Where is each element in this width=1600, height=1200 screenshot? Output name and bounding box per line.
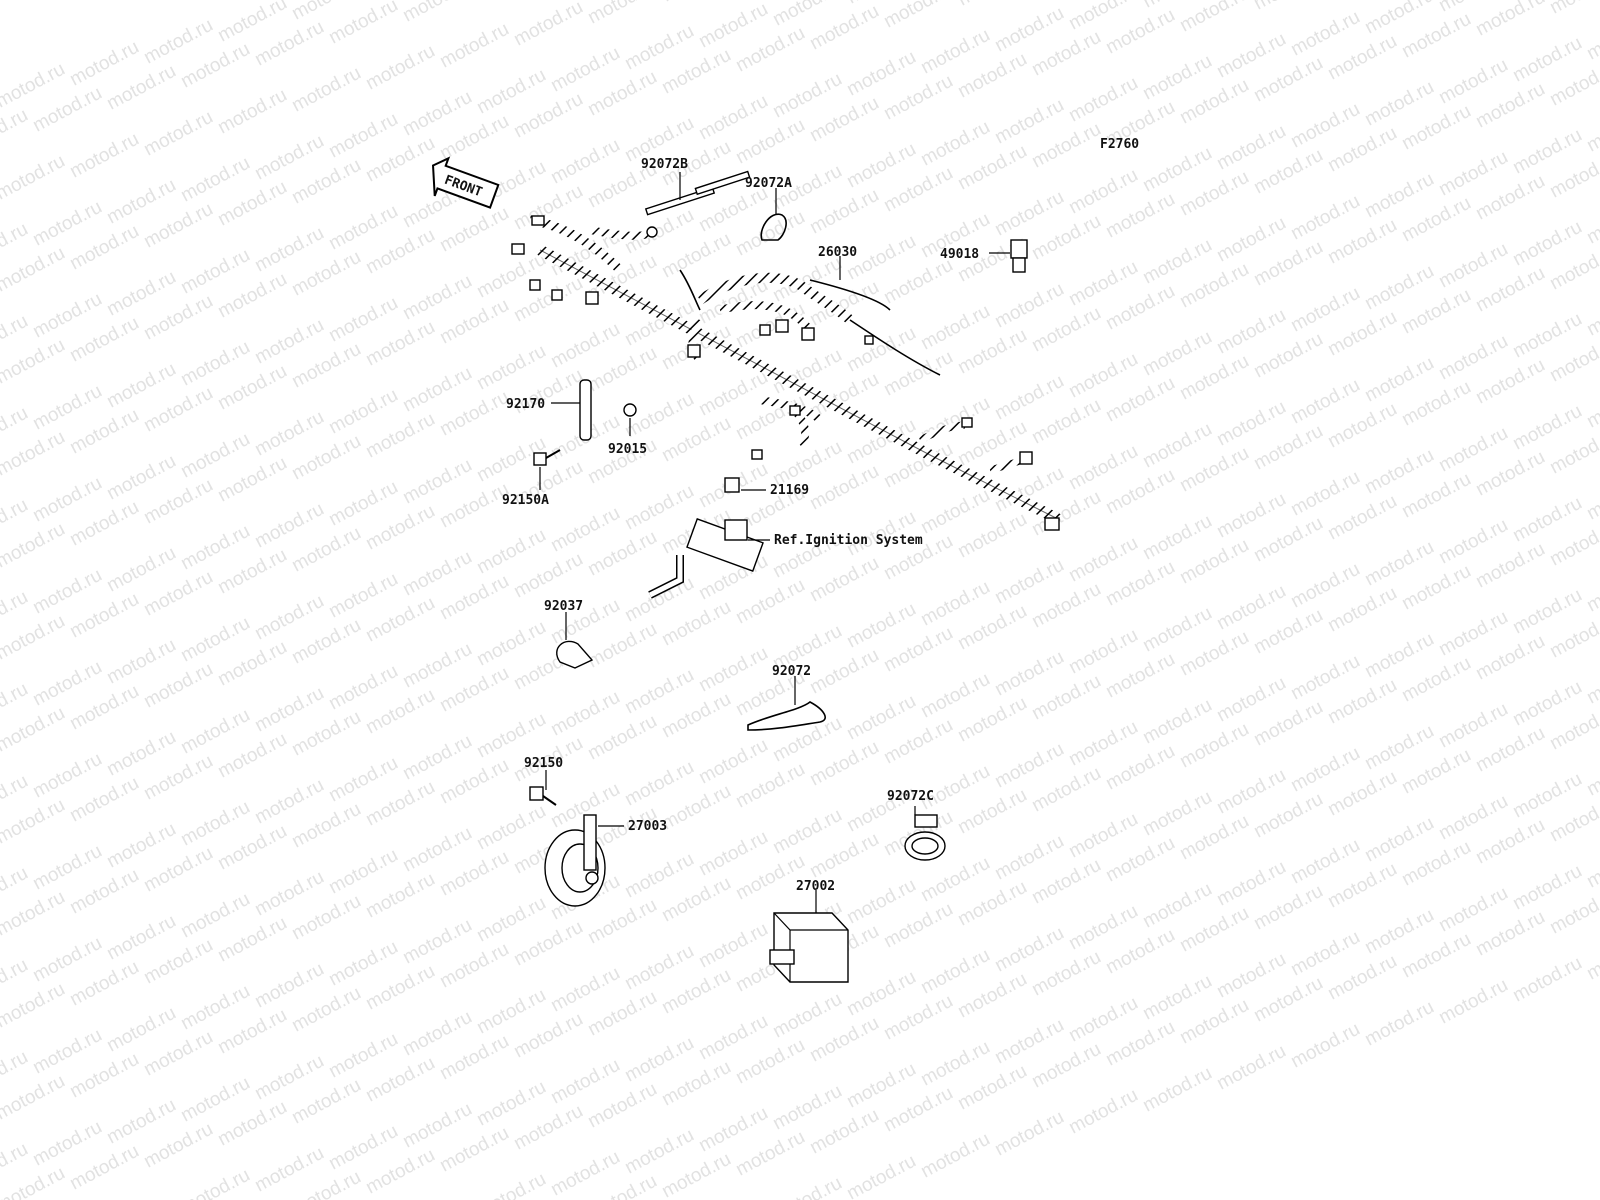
part-92072b-band [644, 170, 751, 216]
watermark-text: motod.ru [1361, 997, 1437, 1051]
watermark-text: motod.ru [1583, 839, 1600, 893]
watermark-text: motod.ru [177, 1165, 253, 1200]
watermark-text: motod.ru [769, 1173, 845, 1200]
watermark-text: motod.ru [66, 129, 142, 183]
watermark-text: motod.ru [1583, 287, 1600, 341]
part-92072a-band [760, 213, 787, 241]
part-27003-horn [544, 814, 606, 907]
label-92170: 92170 [506, 397, 545, 412]
label-92015: 92015 [608, 442, 647, 457]
watermark-text: motod.ru [362, 41, 438, 95]
watermark-text: motod.ru [1583, 379, 1600, 433]
label-92072: 92072 [772, 664, 811, 679]
watermark-text: motod.ru [1583, 563, 1600, 617]
watermark-text: motod.ru [1583, 931, 1600, 985]
watermark-text: motod.ru [1139, 1063, 1215, 1117]
watermark-text: motod.ru [954, 0, 1030, 10]
watermark-text: motod.ru [880, 0, 956, 32]
watermark-text: motod.ru [399, 0, 475, 26]
watermark-text: motod.ru [1213, 1041, 1289, 1095]
watermark-text: motod.ru [1583, 471, 1600, 525]
part-27002-box [769, 912, 849, 983]
part-92170-stay [579, 379, 592, 441]
watermark-text: motod.ru [917, 1129, 993, 1183]
label-92150a: 92150A [502, 493, 549, 508]
watermark-text: motod.ru [1472, 0, 1548, 40]
watermark-text: motod.ru [1250, 0, 1326, 14]
label-26030: 26030 [818, 245, 857, 260]
label-49018: 49018 [940, 247, 979, 262]
figure-code: F2760 [1100, 137, 1139, 152]
watermark-text: motod.ru [510, 0, 586, 50]
main-harness [511, 215, 1063, 531]
part-92072-band [747, 701, 826, 731]
watermark-text: motod.ru [0, 105, 32, 159]
watermark-text: motod.ru [0, 519, 69, 573]
watermark-text: motod.ru [473, 0, 549, 4]
watermark-text: motod.ru [436, 19, 512, 73]
label-92037: 92037 [544, 599, 583, 614]
label-92072c: 92072C [887, 789, 934, 804]
part-92150a-bolt [533, 449, 561, 466]
watermark-text: motod.ru [1583, 11, 1600, 65]
front-arrow: FRONT [431, 156, 500, 209]
watermark-text: motod.ru [991, 1107, 1067, 1161]
label-92150: 92150 [524, 756, 563, 771]
watermark-text: motod.ru [1583, 195, 1600, 249]
watermark-text: motod.ru [0, 795, 69, 849]
part-92037-clamp [556, 640, 594, 669]
watermark-text: motod.ru [1583, 747, 1600, 801]
watermark-text: motod.ru [0, 151, 69, 205]
part-49018-relay [1010, 239, 1028, 273]
watermark-text: motod.ru [658, 0, 734, 6]
watermark-text: motod.ru [0, 1071, 69, 1125]
ref-ignition-system: Ref.Ignition System [774, 533, 923, 548]
watermark-text: motod.ru [0, 703, 69, 757]
watermark-text: motod.ru [1287, 1019, 1363, 1073]
label-27002: 27002 [796, 879, 835, 894]
part-ignition-coil [648, 518, 764, 599]
watermark-text: motod.ru [0, 427, 69, 481]
watermark-text: motod.ru [0, 979, 69, 1033]
watermark-text: motod.ru [0, 611, 69, 665]
label-92072a: 92072A [745, 176, 792, 191]
watermark-text: motod.ru [0, 887, 69, 941]
part-92072c-clamp [904, 814, 946, 861]
watermark-text: motod.ru [214, 85, 290, 139]
part-21169 [724, 477, 740, 493]
watermark-text: motod.ru [473, 1169, 549, 1200]
watermark-text: motod.ru [1065, 1085, 1141, 1139]
watermark-text: motod.ru [1509, 953, 1585, 1007]
watermark-text: motod.ru [584, 0, 660, 28]
watermark-text: motod.ru [843, 1151, 919, 1200]
watermark-text: motod.ru [1546, 0, 1600, 18]
watermark-text: motod.ru [1176, 0, 1252, 36]
watermark-text: motod.ru [1435, 975, 1511, 1029]
watermark-text: motod.ru [288, 63, 364, 117]
label-21169: 21169 [770, 483, 809, 498]
watermark-text: motod.ru [1583, 103, 1600, 157]
watermark-text: motod.ru [0, 243, 69, 297]
label-92072b: 92072B [641, 157, 688, 172]
watermark-text: motod.ru [0, 335, 69, 389]
watermark-text: motod.ru [140, 107, 216, 161]
part-92150-bolt [529, 786, 557, 806]
label-27003: 27003 [628, 819, 667, 834]
watermark-text: motod.ru [1583, 655, 1600, 709]
watermark-text: motod.ru [325, 0, 401, 48]
part-92015-nut [623, 403, 637, 417]
